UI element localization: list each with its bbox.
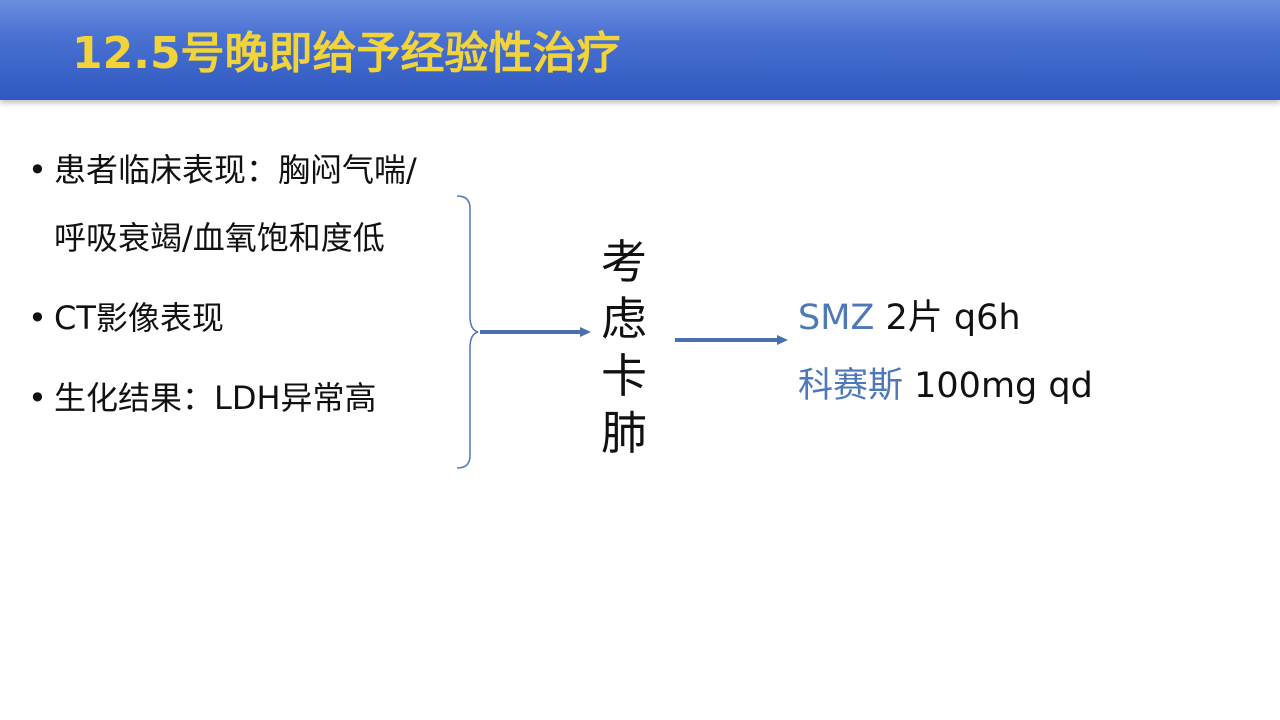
bullet-icon: • — [28, 151, 47, 189]
slide-header: 12.5号晚即给予经验性治疗 — [0, 0, 1280, 100]
finding-item: • 生化结果：LDH异常高 — [28, 364, 448, 432]
drug-name: SMZ — [798, 298, 875, 338]
bullet-icon: • — [28, 299, 47, 337]
finding-item: • CT影像表现 — [28, 284, 448, 352]
treatment-line: SMZ 2片 q6h — [798, 296, 1021, 340]
arrow-right-icon — [675, 335, 788, 345]
findings-list: • 患者临床表现：胸闷气喘/呼吸衰竭/血氧饱和度低 • CT影像表现 • 生化结… — [28, 136, 448, 432]
right-brace-icon — [456, 195, 479, 469]
drug-dose: 100mg qd — [903, 366, 1093, 406]
finding-item: • 患者临床表现：胸闷气喘/呼吸衰竭/血氧饱和度低 — [28, 136, 448, 272]
diagnosis-text: 考虑卡肺 — [601, 235, 647, 460]
finding-text: CT影像表现 — [54, 299, 224, 337]
drug-name: 科赛斯 — [798, 366, 904, 406]
drug-dose: 2片 q6h — [874, 298, 1021, 338]
finding-text: 生化结果：LDH异常高 — [54, 379, 377, 417]
bullet-icon: • — [28, 379, 47, 417]
slide-title: 12.5号晚即给予经验性治疗 — [72, 28, 621, 79]
finding-text: 患者临床表现：胸闷气喘/呼吸衰竭/血氧饱和度低 — [54, 151, 417, 257]
treatment-line: 科赛斯 100mg qd — [798, 364, 1093, 408]
arrow-right-icon — [480, 327, 591, 337]
